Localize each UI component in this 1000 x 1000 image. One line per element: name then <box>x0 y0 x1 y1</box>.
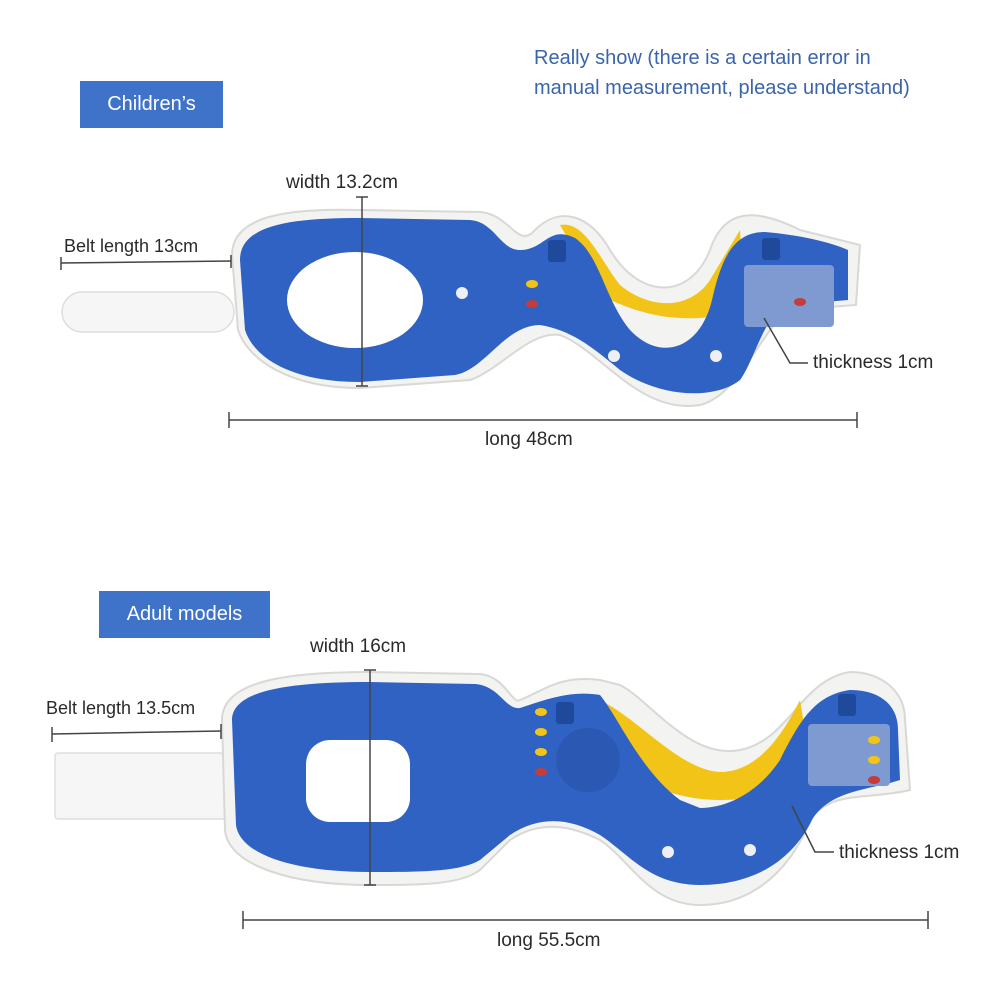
children-badge: Children’s <box>80 81 223 128</box>
children-length-label: long 48cm <box>485 429 573 450</box>
disclaimer-line-1: Really show (there is a certain error in <box>534 47 871 69</box>
children-belt-label: Belt length 13cm <box>64 236 199 256</box>
children-thickness-leader <box>763 317 808 364</box>
children-belt-line <box>60 260 232 264</box>
adult-belt-line <box>51 730 222 735</box>
disclaimer-note: Really show (there is a certain error in… <box>534 43 910 103</box>
adult-width-label: width 16cm <box>310 636 407 657</box>
adult-length-label: long 55.5cm <box>497 930 601 951</box>
adult-belt-label: Belt length 13.5cm <box>46 698 196 718</box>
adult-collar-image <box>54 670 912 907</box>
children-thickness-label: thickness 1cm <box>813 352 934 373</box>
adult-badge: Adult models <box>99 591 270 638</box>
children-collar-image <box>61 208 862 408</box>
children-width-label: width 13.2cm <box>286 172 398 193</box>
disclaimer-line-2: manual measurement, please understand) <box>534 77 910 99</box>
adult-thickness-label: thickness 1cm <box>839 842 960 863</box>
adult-thickness-leader <box>791 805 834 853</box>
